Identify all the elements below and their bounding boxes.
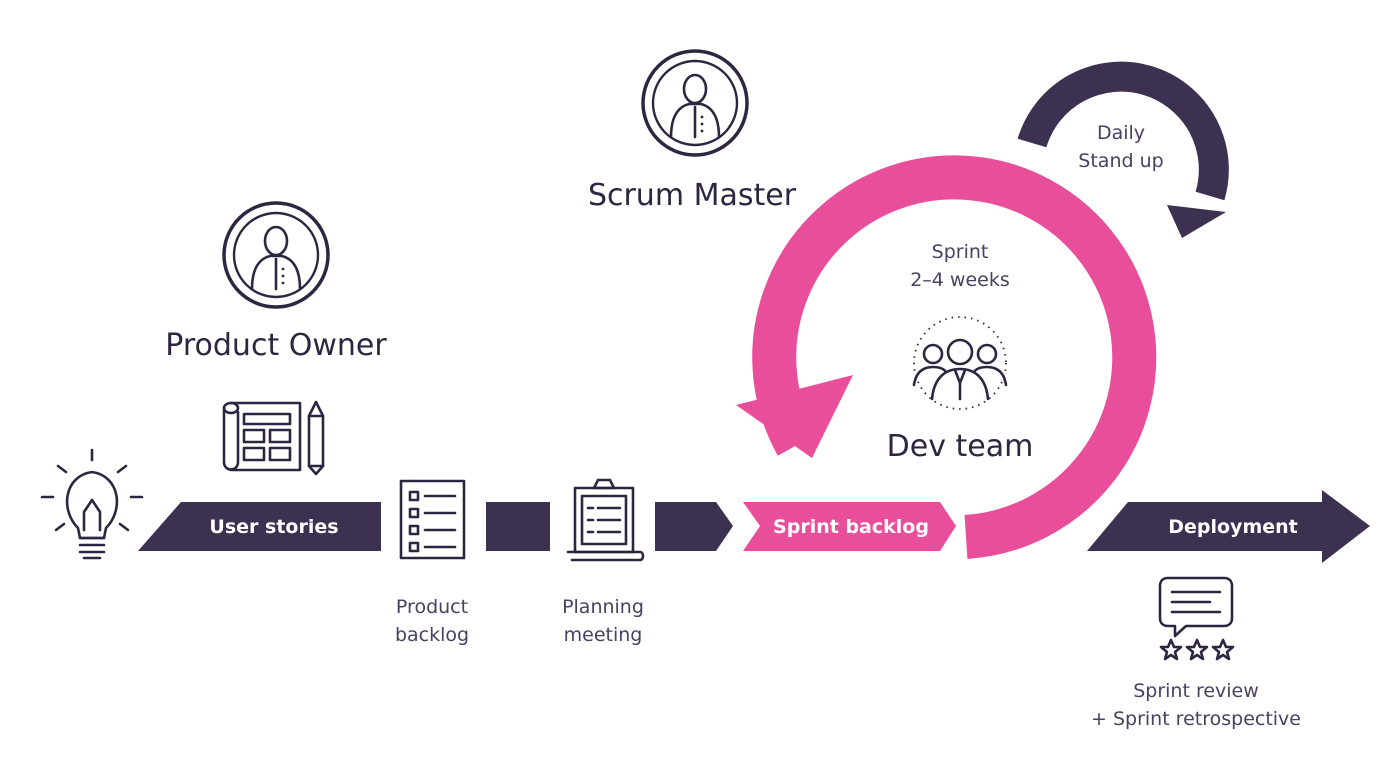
dev-team-label: Dev team	[887, 429, 1034, 464]
sprint-backlog-label: Sprint backlog	[773, 516, 929, 538]
product-backlog-label-line1: Product	[396, 596, 468, 618]
scrum-master-label: Scrum Master	[588, 178, 797, 213]
scrum-master-person-icon	[641, 49, 749, 157]
daily-label-line1: Daily	[1097, 122, 1145, 144]
team-icon	[912, 316, 1008, 410]
star-icon	[1159, 638, 1183, 661]
planning-meeting-label-line1: Planning	[562, 596, 644, 618]
user-stories-bar	[138, 502, 381, 551]
lightbulb-icon	[40, 448, 144, 560]
clipboard-icon	[566, 478, 645, 562]
sprint-label-line2: 2–4 weeks	[910, 269, 1010, 291]
document-list-icon	[399, 479, 466, 560]
product-owner-person-icon	[222, 201, 330, 309]
star-icon	[1185, 638, 1209, 661]
sprint-backlog-bar	[743, 502, 956, 551]
sprint-cycle-arrow	[736, 155, 1157, 559]
product-owner-label: Product Owner	[165, 328, 387, 363]
blueprint-pencil-icon	[222, 400, 325, 476]
daily-label-line2: Stand up	[1078, 150, 1163, 172]
chat-review-icon	[1158, 576, 1234, 638]
deployment-label: Deployment	[1168, 516, 1298, 538]
planning-meeting-label-line2: meeting	[564, 624, 643, 646]
user-stories-label: User stories	[209, 516, 338, 538]
star-icon	[1211, 638, 1235, 661]
daily-standup-arrow	[1017, 61, 1229, 238]
product-backlog-label-line2: backlog	[395, 624, 469, 646]
sprint-label-line1: Sprint	[932, 241, 989, 263]
flow-block-2	[655, 502, 733, 551]
process-flow-bar	[138, 490, 1370, 563]
sprint-review-label-line1: Sprint review	[1133, 680, 1259, 702]
flow-block-1	[486, 502, 550, 551]
deployment-arrow	[1087, 490, 1370, 563]
sprint-review-label-line2: + Sprint retrospective	[1091, 708, 1301, 730]
